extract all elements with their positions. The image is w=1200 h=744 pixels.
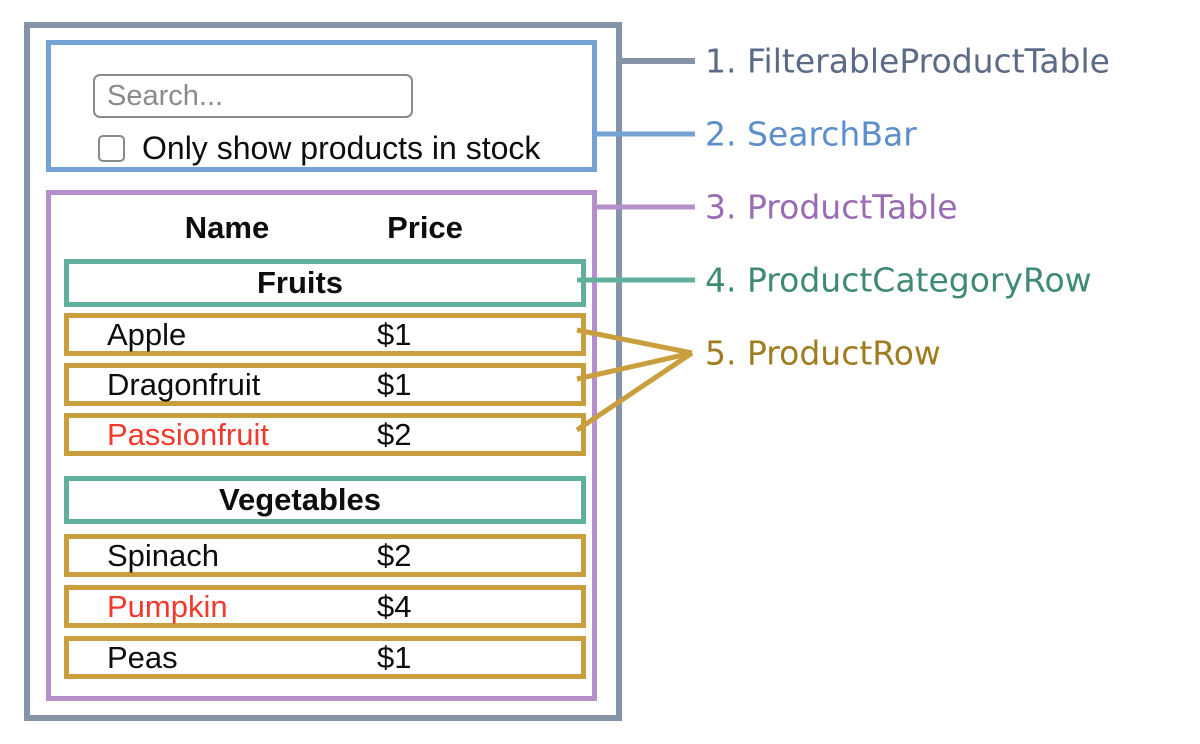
search-bar-box: Only show products in stock: [46, 40, 597, 172]
product-row-spinach: Spinach $2: [64, 534, 586, 577]
product-price: $1: [377, 639, 412, 675]
product-name-highlighted: Passionfruit: [107, 416, 269, 452]
legend-product-row: 5. ProductRow: [705, 333, 941, 373]
product-name-highlighted: Pumpkin: [107, 588, 228, 624]
product-row-dragonfruit: Dragonfruit $1: [64, 363, 586, 406]
product-price: $1: [377, 316, 412, 352]
product-price: $4: [377, 588, 412, 624]
product-price: $2: [377, 537, 412, 573]
product-row-peas: Peas $1: [64, 636, 586, 679]
category-label: Fruits: [256, 265, 344, 300]
product-row-apple: Apple $1: [64, 313, 586, 356]
product-price: $2: [377, 416, 412, 452]
in-stock-checkbox[interactable]: [98, 134, 125, 162]
category-row-fruits: Fruits: [64, 259, 586, 307]
product-name: Spinach: [107, 537, 220, 573]
product-row-passionfruit: Passionfruit $2: [64, 413, 586, 456]
category-label: Vegetables: [219, 482, 381, 517]
legend-filterable-product-table: 1. FilterableProductTable: [705, 41, 1110, 81]
column-header-name: Name: [184, 210, 270, 245]
product-name: Apple: [107, 316, 187, 352]
product-row-pumpkin: Pumpkin $4: [64, 585, 586, 628]
search-input[interactable]: [93, 74, 413, 118]
legend-product-table: 3. ProductTable: [705, 187, 958, 227]
product-price: $1: [377, 366, 412, 402]
product-name: Dragonfruit: [107, 366, 261, 402]
in-stock-label: Only show products in stock: [142, 129, 541, 166]
product-table-box: Name Price Fruits Apple $1 Dragonfruit $…: [46, 190, 597, 701]
product-name: Peas: [107, 639, 178, 675]
column-header-price: Price: [387, 210, 463, 245]
legend-product-category-row: 4. ProductCategoryRow: [705, 260, 1092, 300]
category-row-vegetables: Vegetables: [64, 476, 586, 524]
legend-search-bar: 2. SearchBar: [705, 114, 917, 154]
stock-filter-row: Only show products in stock: [98, 130, 540, 166]
